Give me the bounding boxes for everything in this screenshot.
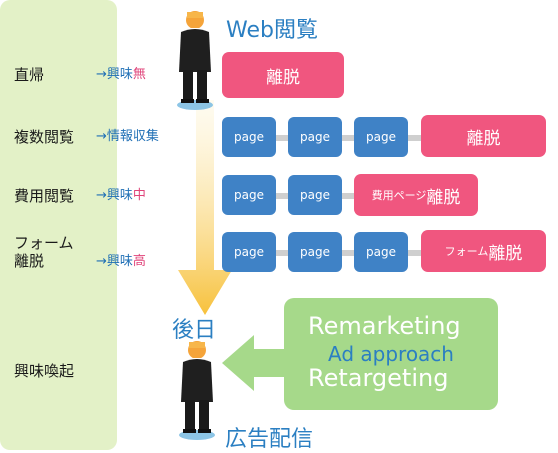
down-arrow-icon: [178, 100, 232, 315]
row-label-interest-arousal: 興味喚起: [14, 362, 75, 380]
exit-box-row2: 離脱: [421, 115, 546, 157]
row-label-form-exit: フォーム 離脱: [14, 234, 74, 270]
businessman-icon: [177, 11, 213, 110]
page-box: page: [288, 175, 342, 215]
page-box: page: [222, 175, 276, 215]
ad-line-retargeting: Retargeting: [308, 364, 449, 392]
exit-box-row1: 離脱: [222, 52, 344, 98]
page-box: page: [354, 117, 408, 157]
heading-web-browsing: Web閲覧: [226, 18, 318, 43]
ad-line-remarketing: Remarketing: [308, 312, 461, 340]
heading-ad-delivery: 広告配信: [225, 427, 314, 452]
page-box: page: [222, 117, 276, 157]
interest-note-form: →興味高: [96, 254, 146, 269]
ad-approach-box: Remarketing Ad approach Retargeting: [284, 298, 498, 410]
interest-note-cost: →興味中: [96, 188, 146, 203]
arrow-right-icon: →: [96, 188, 107, 203]
interest-note-multi: →情報収集: [96, 129, 159, 144]
exit-box-row4: フォーム離脱: [421, 230, 546, 272]
left-arrow-icon: [222, 335, 286, 391]
row-label-cost-view: 費用閲覧: [14, 187, 75, 205]
arrow-right-icon: →: [96, 254, 107, 269]
page-box: page: [288, 232, 342, 272]
page-box: page: [288, 117, 342, 157]
arrow-right-icon: →: [96, 129, 107, 144]
left-panel: [0, 0, 117, 450]
heading-later: 後日: [172, 318, 217, 343]
page-box: page: [222, 232, 276, 272]
businessman-icon: [179, 341, 215, 440]
row-label-direct-bounce: 直帰: [14, 66, 45, 84]
exit-box-row3: 費用ページ離脱: [354, 174, 478, 216]
row-label-form-exit-line1: フォーム: [14, 234, 74, 252]
ad-line-ad-approach: Ad approach: [328, 342, 454, 366]
page-box: page: [354, 232, 408, 272]
row-label-form-exit-line2: 離脱: [14, 252, 45, 270]
row-label-multi-view: 複数閲覧: [14, 128, 75, 146]
interest-note-direct: →興味無: [96, 67, 146, 82]
arrow-right-icon: →: [96, 67, 107, 82]
